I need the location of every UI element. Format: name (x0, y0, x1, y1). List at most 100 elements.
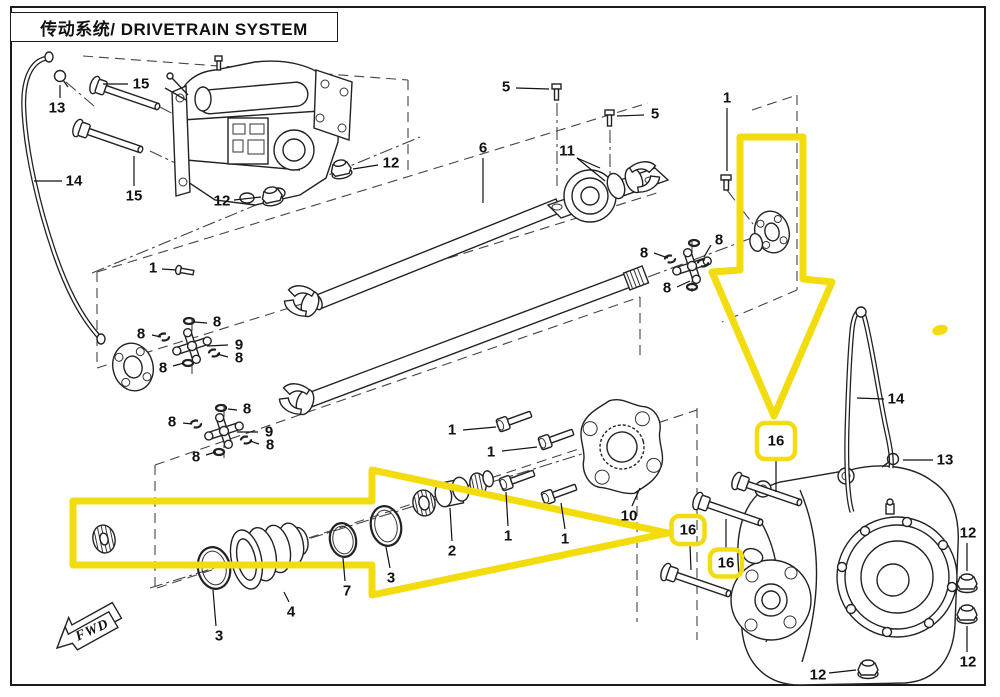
nut-12-rear-a (956, 573, 978, 594)
callout-leader-11 (576, 157, 606, 182)
boot-4 (229, 522, 309, 590)
callout-leader-1 (161, 268, 177, 271)
callout-leader-8 (653, 252, 669, 259)
hose-clip-left (53, 69, 69, 88)
part-callout-8: 8 (192, 449, 200, 466)
highlight-arrow-down (708, 133, 836, 420)
part-callout-12: 12 (960, 525, 977, 542)
breather-hose-right (844, 306, 894, 513)
callout-leader-8 (172, 362, 185, 367)
callout-leader-5 (616, 114, 645, 117)
nut-12-rear-b (956, 604, 978, 625)
callout-leader-1 (501, 446, 538, 452)
callout-leader-16 (689, 544, 692, 571)
flange-rear-input (749, 210, 790, 254)
bolts-1-group (494, 407, 579, 506)
splined-gear (412, 489, 436, 517)
callout-leader-2 (449, 507, 453, 542)
highlight-layer (69, 133, 948, 599)
part-callout-5: 5 (651, 106, 659, 123)
snap-ring-3b (369, 505, 403, 547)
part-callout-8: 8 (137, 326, 145, 343)
u-joint-3 (663, 238, 718, 292)
part-callout-14: 14 (888, 391, 905, 408)
part-callout-9: 9 (235, 337, 243, 354)
bolt-5-right (604, 109, 615, 127)
nut-12-rear-c (857, 659, 879, 680)
part-callout-1: 1 (487, 444, 495, 461)
callout-leader-5 (515, 87, 550, 90)
bolt-1-top-left (174, 264, 195, 276)
part-callout-12: 12 (214, 193, 231, 210)
center-bearing (546, 157, 670, 223)
callout-leader-3 (212, 589, 217, 627)
callout-leader-12 (828, 669, 857, 674)
flange-front (112, 342, 154, 392)
part-callout-1: 1 (149, 260, 157, 277)
bolt-15-lower (70, 117, 147, 160)
fwd-arrow: FWD (55, 601, 123, 651)
part-callout-8: 8 (663, 280, 671, 297)
part-callout-8: 8 (640, 245, 648, 262)
part-callout-7: 7 (343, 583, 351, 600)
part-callout-2: 2 (448, 543, 456, 560)
part-callout-8: 8 (235, 350, 243, 367)
callout-leader-8 (193, 321, 208, 324)
part-callout-1: 1 (723, 90, 731, 107)
callout-leader-7 (342, 557, 346, 582)
part-callout-8: 8 (159, 360, 167, 377)
callout-leader-8 (703, 244, 712, 258)
part-callout-1: 1 (561, 531, 569, 548)
part-callout-15: 15 (133, 76, 150, 93)
diagram-border (10, 6, 986, 686)
callout-leader-9 (206, 344, 229, 347)
part-callout-11: 11 (559, 143, 575, 160)
title-box: 传动系统/ DRIVETRAIN SYSTEM (10, 12, 338, 42)
bolt-15-upper (87, 74, 164, 117)
part-callout-15: 15 (126, 188, 143, 205)
callout-leader-3 (385, 546, 391, 569)
part-callout-4: 4 (287, 604, 296, 621)
rear-propshaft (275, 265, 650, 420)
part-callout-8: 8 (715, 232, 723, 249)
front-propshaft (280, 83, 670, 322)
highlight-dot (932, 324, 948, 336)
output-flange-10 (580, 399, 664, 495)
callout-leader-8 (249, 440, 260, 445)
highlight-arrow-right (69, 466, 672, 599)
page-title: 传动系统/ DRIVETRAIN SYSTEM (40, 19, 308, 39)
callout-leader-8 (182, 422, 193, 425)
cv-boot-assembly (92, 470, 495, 590)
callout-leader-8 (227, 408, 238, 411)
part-callout-13: 13 (937, 452, 954, 469)
callout-leader-14 (856, 397, 885, 400)
splined-end (622, 265, 650, 291)
callout-leader-8 (151, 334, 162, 338)
callout-leader-11 (576, 157, 601, 169)
highlight-box-16 (754, 420, 798, 462)
part-callout-10: 10 (621, 508, 638, 525)
part-callout-5: 5 (502, 79, 510, 96)
part-callout-3: 3 (387, 570, 395, 587)
callout-leader-8 (676, 280, 691, 288)
yoke-front-shaft (280, 281, 324, 322)
part-callout-8: 8 (213, 314, 221, 331)
bolt-5-left (551, 83, 562, 101)
callout-leader-4 (283, 591, 290, 603)
part-callout-12: 12 (810, 667, 827, 684)
part-callout-6: 6 (479, 140, 487, 157)
nut-12-right (328, 157, 354, 182)
callout-leader-1 (462, 426, 497, 431)
callout-leader-8 (216, 353, 229, 358)
callout-leader-1 (505, 491, 509, 527)
callout-leader-10 (631, 487, 641, 507)
part-callout-8: 8 (266, 437, 274, 454)
diff-input-flange (730, 547, 812, 641)
part-callout-1: 1 (448, 422, 456, 439)
callout-leader-12 (352, 164, 379, 170)
part-callout-14: 14 (66, 173, 83, 190)
callout-leader-8 (205, 451, 217, 456)
highlight-box-16 (707, 547, 745, 579)
end-cap (92, 524, 116, 554)
